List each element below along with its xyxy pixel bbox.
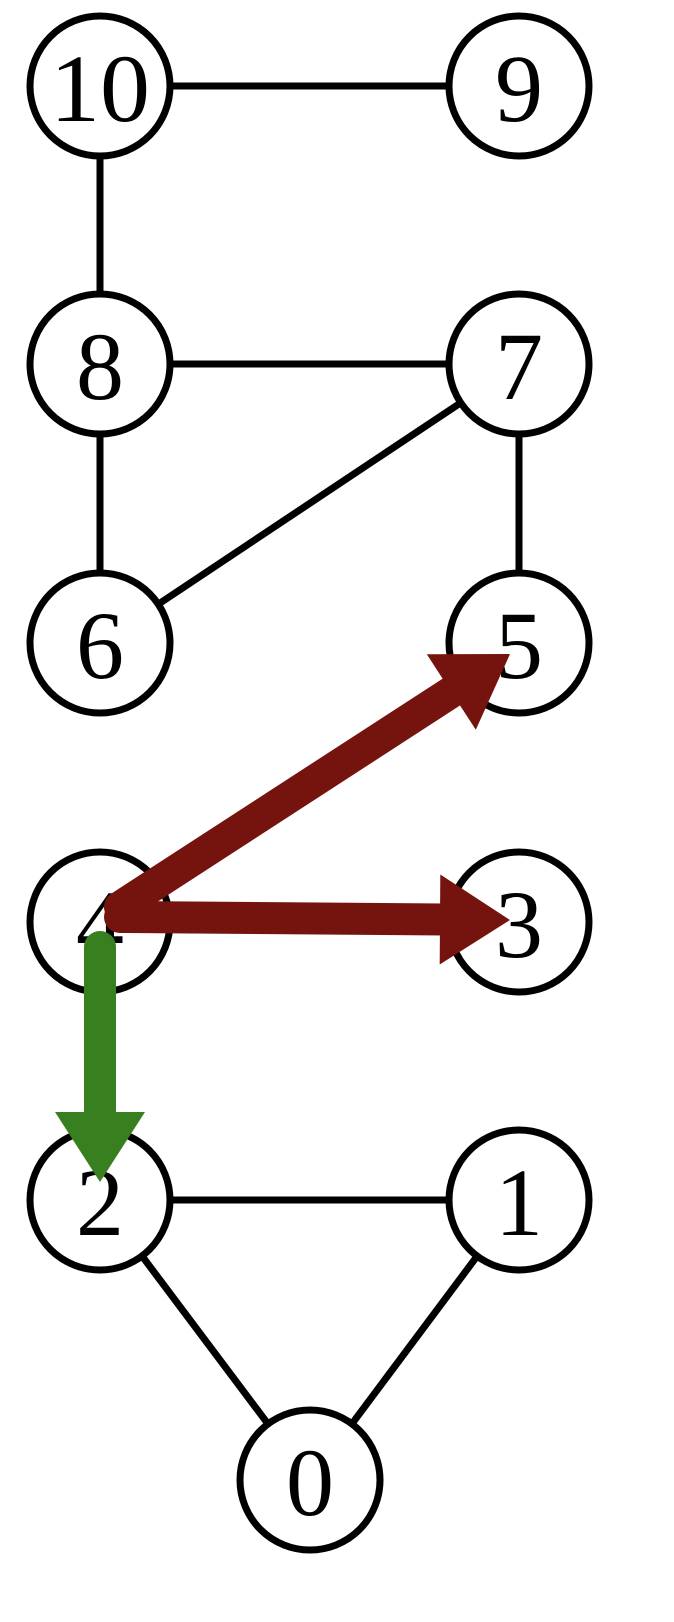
- node-8-circle: [26, 290, 174, 438]
- node-2: 2: [26, 1126, 174, 1274]
- node-0: 0: [236, 1406, 384, 1554]
- arrow-4-to-2: [55, 931, 145, 1182]
- node-10-label: 10: [50, 35, 150, 142]
- arrow-head: [426, 654, 510, 730]
- node-7-circle: [445, 290, 593, 438]
- node-0-label: 0: [286, 1429, 334, 1536]
- node-7-label: 7: [495, 313, 543, 420]
- arrow-4-to-3: [104, 874, 510, 965]
- arrow-head: [439, 874, 510, 965]
- node-1-circle: [445, 1126, 593, 1274]
- arrows-layer: [55, 654, 510, 1182]
- node-10-circle: [26, 12, 174, 160]
- node-9-circle: [445, 12, 593, 160]
- node-9-label: 9: [495, 35, 543, 142]
- arrow-head: [55, 1112, 145, 1182]
- arrow-4-to-5: [104, 654, 510, 923]
- arrow-shaft: [104, 901, 462, 936]
- node-0-circle: [236, 1406, 384, 1554]
- node-3-label: 3: [495, 871, 543, 978]
- node-6: 6: [26, 569, 174, 717]
- node-7: 7: [445, 290, 593, 438]
- node-6-circle: [26, 569, 174, 717]
- node-8-label: 8: [76, 313, 124, 420]
- arrow-shaft: [104, 673, 472, 923]
- node-6-label: 6: [76, 592, 124, 699]
- node-1-label: 1: [495, 1149, 543, 1256]
- node-10: 10: [26, 12, 174, 160]
- node-5-label: 5: [495, 592, 543, 699]
- node-9: 9: [445, 12, 593, 160]
- edge-7-6: [98, 361, 521, 646]
- node-8: 8: [26, 290, 174, 438]
- node-1: 1: [445, 1126, 593, 1274]
